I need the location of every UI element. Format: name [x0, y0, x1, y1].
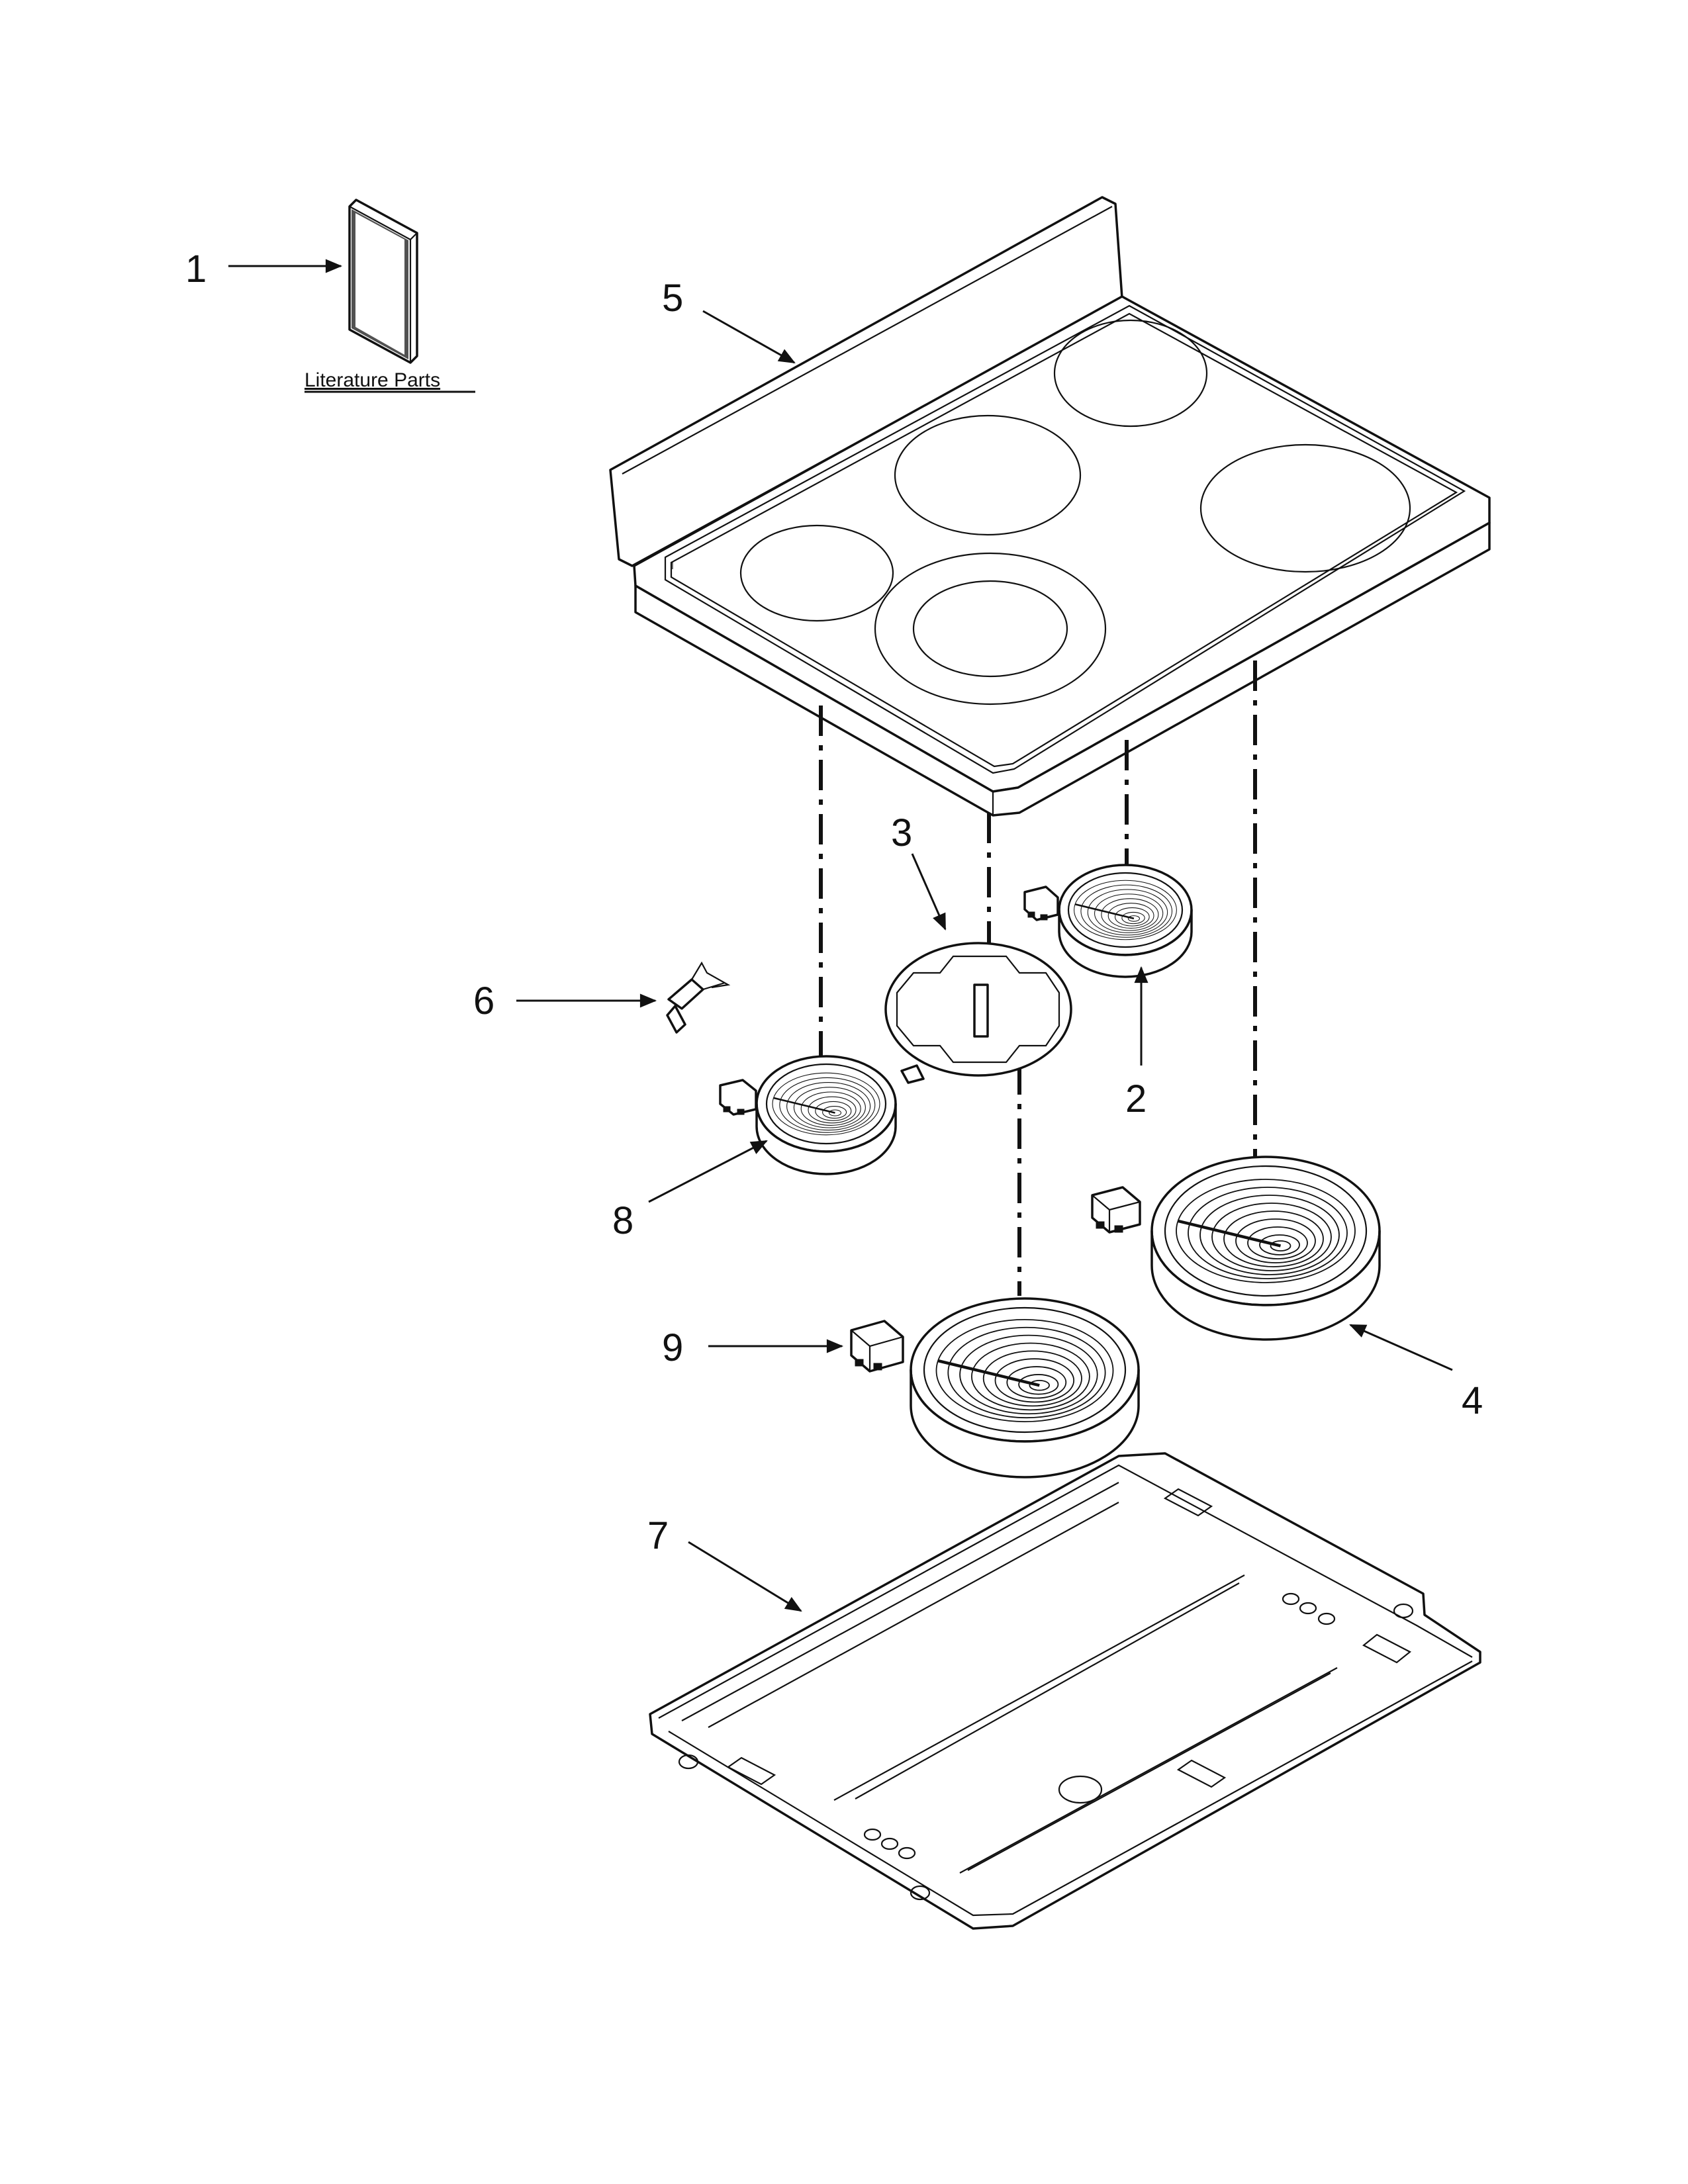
terminal-block-clip[interactable] [666, 961, 731, 1034]
radiant-element-large-front[interactable] [850, 1297, 1140, 1479]
callout-3: 3 [891, 811, 912, 854]
callout-8: 8 [612, 1199, 633, 1242]
burner-ring-front-right [1199, 443, 1411, 573]
cooktop-glass-assembly[interactable]: ǁ [609, 196, 1491, 817]
callout-5: 5 [662, 277, 683, 320]
callout-1: 1 [185, 248, 207, 291]
literature-parts-caption: Literature Parts [305, 369, 440, 391]
center-insulator-plate[interactable] [884, 942, 1072, 1084]
callout-4: 4 [1462, 1379, 1483, 1422]
burner-ring-rear-right [1053, 319, 1208, 428]
burner-ring-dual-outer [874, 552, 1107, 705]
callout-6: 6 [473, 979, 494, 1023]
burner-ring-rear-left [894, 414, 1082, 536]
radiant-element-small-left[interactable] [719, 1055, 897, 1175]
radiant-element-large-right[interactable] [1091, 1156, 1381, 1341]
callout-9: 9 [662, 1326, 683, 1369]
callout-leaders [228, 259, 1453, 1612]
callout-7: 7 [647, 1514, 669, 1557]
svg-text:ǁ: ǁ [670, 561, 674, 571]
callout-2: 2 [1125, 1077, 1147, 1120]
burner-ring-small-left [739, 524, 894, 622]
burner-ring-dual-inner [912, 580, 1068, 678]
burner-box-base-pan[interactable] [649, 1452, 1481, 1930]
radiant-element-small-rear[interactable] [1023, 864, 1193, 978]
literature-booklet[interactable] [348, 199, 418, 364]
